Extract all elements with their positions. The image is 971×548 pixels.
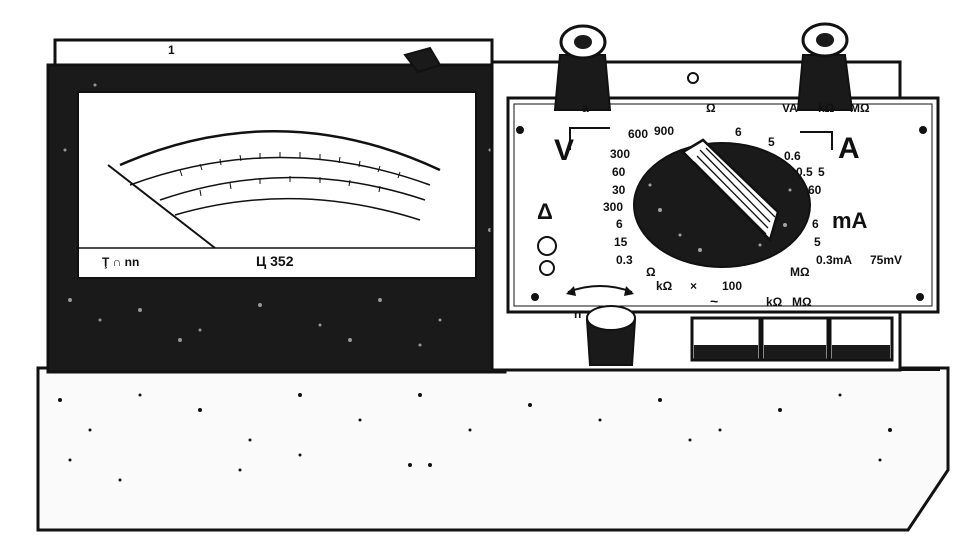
base-texture <box>58 393 892 482</box>
range-right: 0.6 <box>784 149 801 163</box>
plate-screw <box>516 126 524 134</box>
meter-clip <box>403 46 442 74</box>
range-left: 900 <box>654 124 675 138</box>
range-bottom: MΩ <box>790 265 810 279</box>
shunt-label-current: 0.3mA <box>816 253 853 267</box>
range-left: 15 <box>614 235 628 249</box>
range-bottom: Ω <box>646 265 656 279</box>
range-bottom: 100 <box>722 279 743 293</box>
zero-adjust-knob <box>585 305 637 366</box>
range-left: 30 <box>612 183 626 197</box>
range-bottom: kΩ <box>656 279 673 293</box>
screen-symbol <box>539 260 555 276</box>
scale-arc-4 <box>174 197 421 221</box>
range-right: 6 <box>812 217 819 231</box>
plate-screw <box>919 126 927 134</box>
scale-ticks <box>179 152 401 197</box>
delta-symbol: Δ <box>537 199 553 224</box>
range-left: 300 <box>603 200 624 214</box>
plate-screw <box>916 293 924 301</box>
milliamp-symbol: mA <box>832 208 868 233</box>
range-left: 300 <box>610 147 631 161</box>
bottom-mark-ac: ~ <box>710 293 719 309</box>
terminal-post-right <box>796 22 854 111</box>
meter-needle <box>107 164 216 249</box>
scale-arc-outer <box>119 129 441 172</box>
terminal-post-left <box>553 24 612 111</box>
panel-mark-va: VA <box>782 101 798 115</box>
instrument-base <box>36 366 950 532</box>
range-right: 5 <box>818 165 825 179</box>
plate-screw <box>531 293 539 301</box>
shunt-label-voltage: 75mV <box>870 253 903 267</box>
bottom-mark-kohm: kΩ <box>766 295 783 309</box>
range-right: 6 <box>735 125 742 139</box>
ground-symbol <box>537 236 557 256</box>
panel-mark-kohm: kΩ <box>818 101 835 115</box>
range-left: 600 <box>628 127 649 141</box>
amp-symbol: A <box>838 132 860 165</box>
range-bottom: × <box>690 279 698 293</box>
range-left: 6 <box>616 217 623 231</box>
panel-mark-a: a <box>582 101 589 115</box>
dial-texture <box>648 183 792 252</box>
meter-dial-face <box>77 91 477 279</box>
range-left: 60 <box>612 165 626 179</box>
range-right: 0.5 <box>796 165 813 179</box>
push-buttons <box>690 316 894 362</box>
volt-symbol: V <box>554 134 575 167</box>
range-left: 0.3 <box>616 253 633 267</box>
range-right: 60 <box>808 183 822 197</box>
handle-ridges <box>693 147 776 235</box>
meter-digit-label: 1 <box>168 43 175 57</box>
range-right: 5 <box>814 235 821 249</box>
bottom-mark-mohm: MΩ <box>792 295 812 309</box>
scale-arc-3 <box>159 176 426 201</box>
knob-label: n <box>574 307 582 321</box>
meter-model-label: Ц 352 <box>256 253 294 269</box>
panel-mark-mohm: MΩ <box>850 101 870 115</box>
meter-symbols-label: Ţ ∩ nn <box>102 255 140 269</box>
range-right: 5 <box>768 135 775 149</box>
panel-mark-ohm: Ω <box>706 101 716 115</box>
